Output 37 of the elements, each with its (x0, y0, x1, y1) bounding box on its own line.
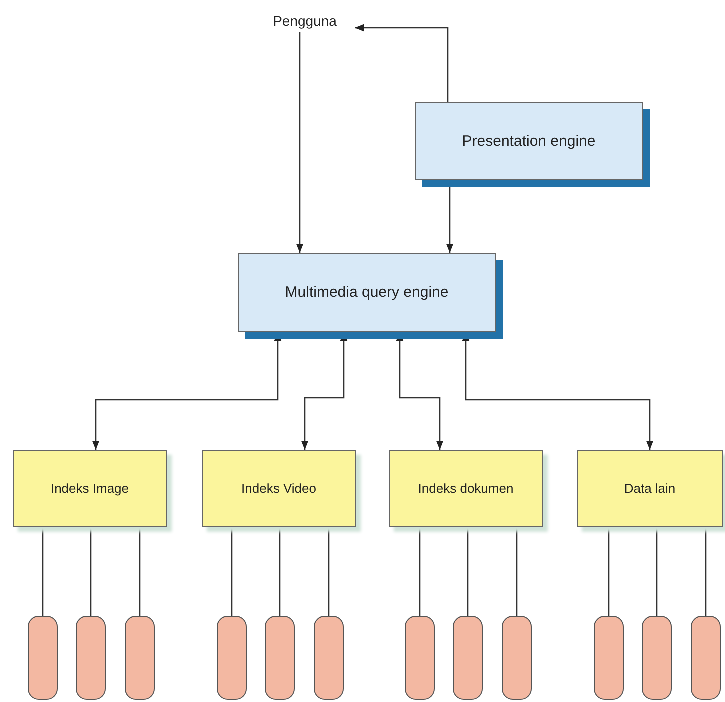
user-label: Pengguna (273, 13, 337, 29)
index-box (202, 450, 356, 527)
connector-line (279, 527, 281, 616)
connector-line (328, 527, 330, 616)
storage-block (217, 616, 247, 700)
storage-block (453, 616, 483, 700)
connector-line (656, 527, 658, 616)
storage-block (314, 616, 344, 700)
box-label: Presentation engine (462, 132, 596, 150)
storage-block (691, 616, 721, 700)
connector-line (608, 527, 610, 616)
storage-block (76, 616, 106, 700)
connector-line (516, 527, 518, 616)
index-box (13, 450, 167, 527)
box-label: Data lain (624, 481, 676, 496)
connector-line (90, 527, 92, 616)
connector-line (467, 527, 469, 616)
storage-block (265, 616, 295, 700)
connector-line (139, 527, 141, 616)
box-label: Indeks dokumen (418, 481, 514, 496)
connector-line (231, 527, 233, 616)
box-label: Multimedia query engine (285, 284, 449, 301)
connector-line (705, 527, 707, 616)
storage-block (502, 616, 532, 700)
box-label: Indeks Video (242, 481, 316, 496)
storage-block (28, 616, 58, 700)
storage-block (642, 616, 672, 700)
index-box (577, 450, 723, 527)
arrow (296, 32, 304, 253)
box-label: Indeks Image (50, 481, 130, 496)
storage-block (594, 616, 624, 700)
index-box (389, 450, 543, 527)
arrow (355, 24, 449, 102)
connector-line (42, 527, 44, 616)
connector-line (419, 527, 421, 616)
storage-block (405, 616, 435, 700)
storage-block (125, 616, 155, 700)
